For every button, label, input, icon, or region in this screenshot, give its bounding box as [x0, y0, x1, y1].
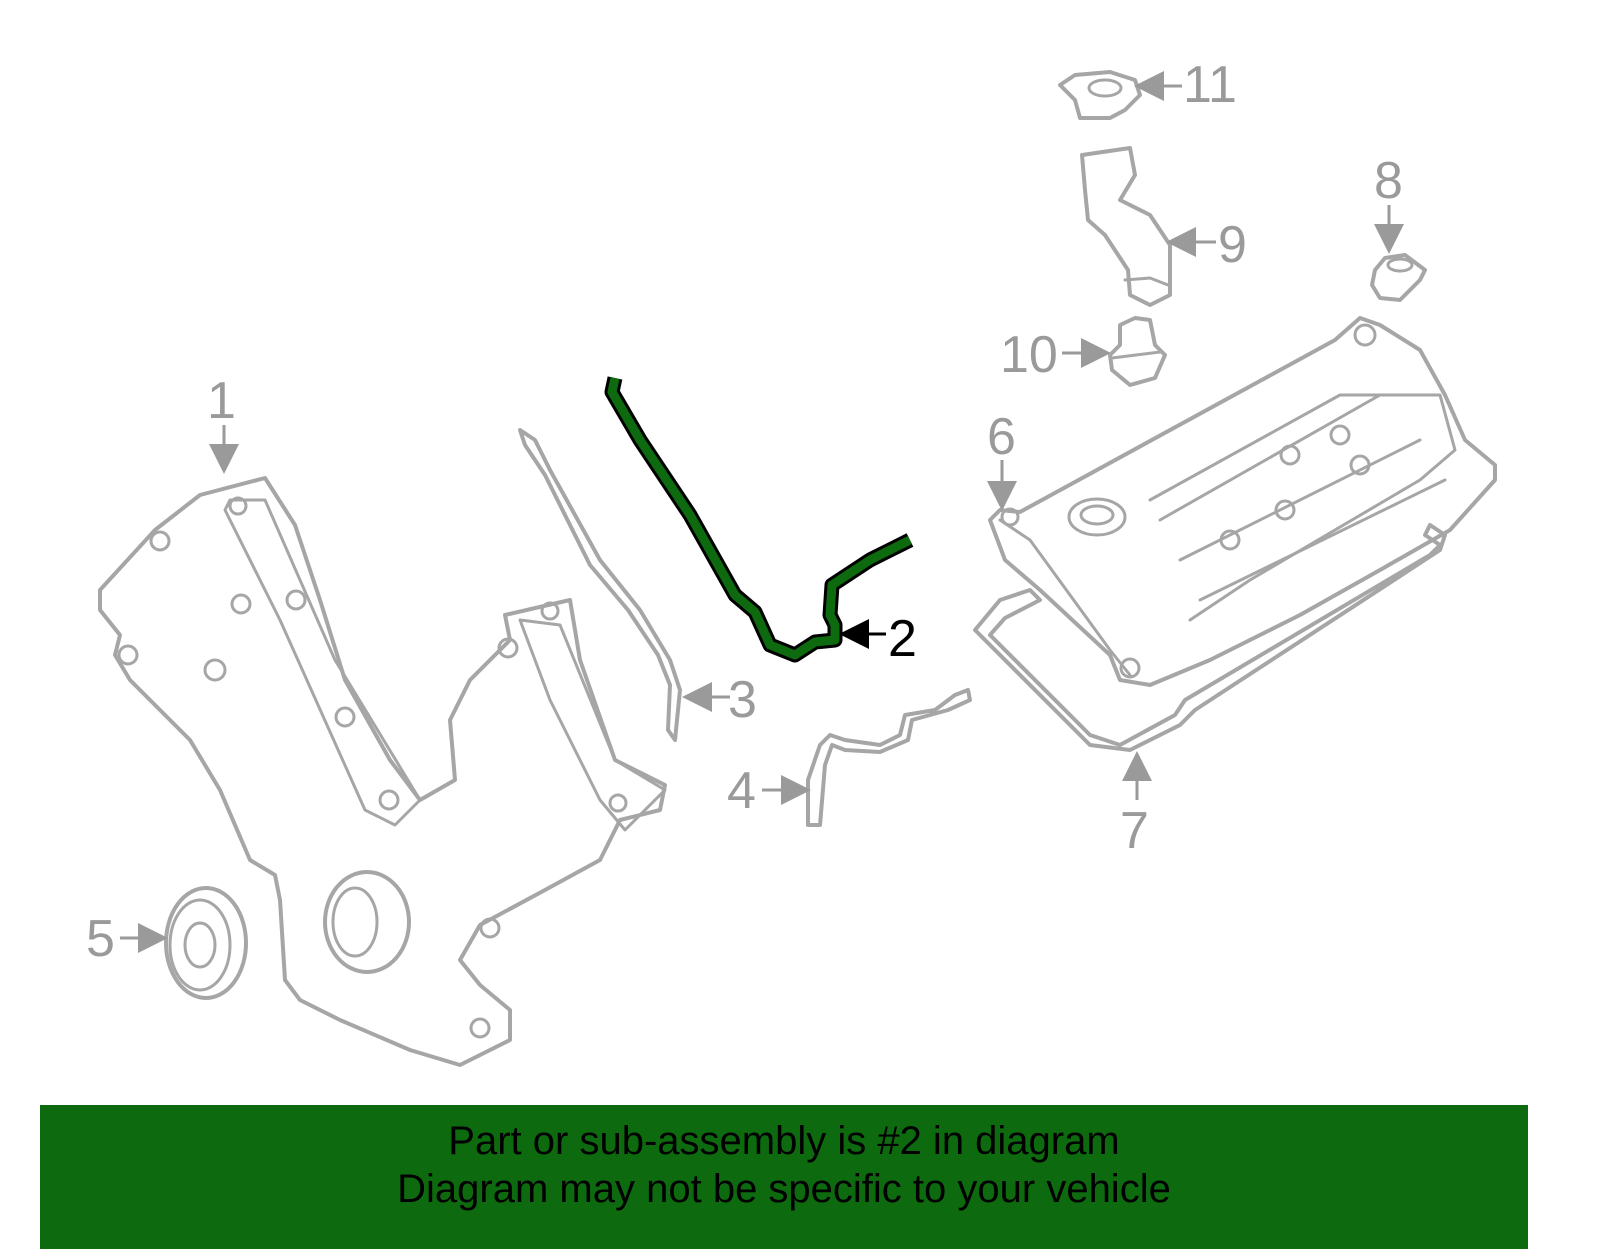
callout-2: 2: [888, 610, 917, 668]
callout-9: 9: [1218, 216, 1247, 274]
callout-5: 5: [86, 910, 115, 968]
callout-6: 6: [987, 408, 1016, 466]
info-banner: Part or sub-assembly is #2 in diagram Di…: [40, 1105, 1528, 1249]
part-10-valve: [1108, 316, 1167, 387]
callout-3: 3: [728, 671, 757, 729]
banner-line-2: Diagram may not be specific to your vehi…: [397, 1167, 1171, 1211]
banner-line-1: Part or sub-assembly is #2 in diagram: [448, 1119, 1120, 1163]
callout-8: 8: [1374, 152, 1403, 210]
part-1-timing-cover: [98, 476, 667, 1067]
part-7-valve-cover-gasket: [973, 523, 1447, 752]
callout-1: 1: [207, 372, 236, 430]
part-4-gasket: [806, 688, 972, 827]
part-8-cap: [1370, 253, 1427, 302]
leader-lines: [120, 71, 1404, 953]
callout-10: 10: [1000, 326, 1058, 384]
part-9-filler-neck: [1080, 146, 1172, 307]
callout-labels: 1 2 3 4 5 6 7 8 9 10 11: [86, 56, 1403, 968]
callout-11: 11: [1183, 56, 1237, 114]
part-6-valve-cover: [988, 316, 1497, 687]
part-2-tube-highlighted: [604, 376, 914, 663]
callout-4: 4: [727, 762, 756, 820]
part-3-gasket: [518, 428, 682, 742]
part-11-oil-cap: [1058, 70, 1142, 120]
callout-7: 7: [1120, 802, 1149, 860]
part-5-seal: [164, 886, 248, 1000]
